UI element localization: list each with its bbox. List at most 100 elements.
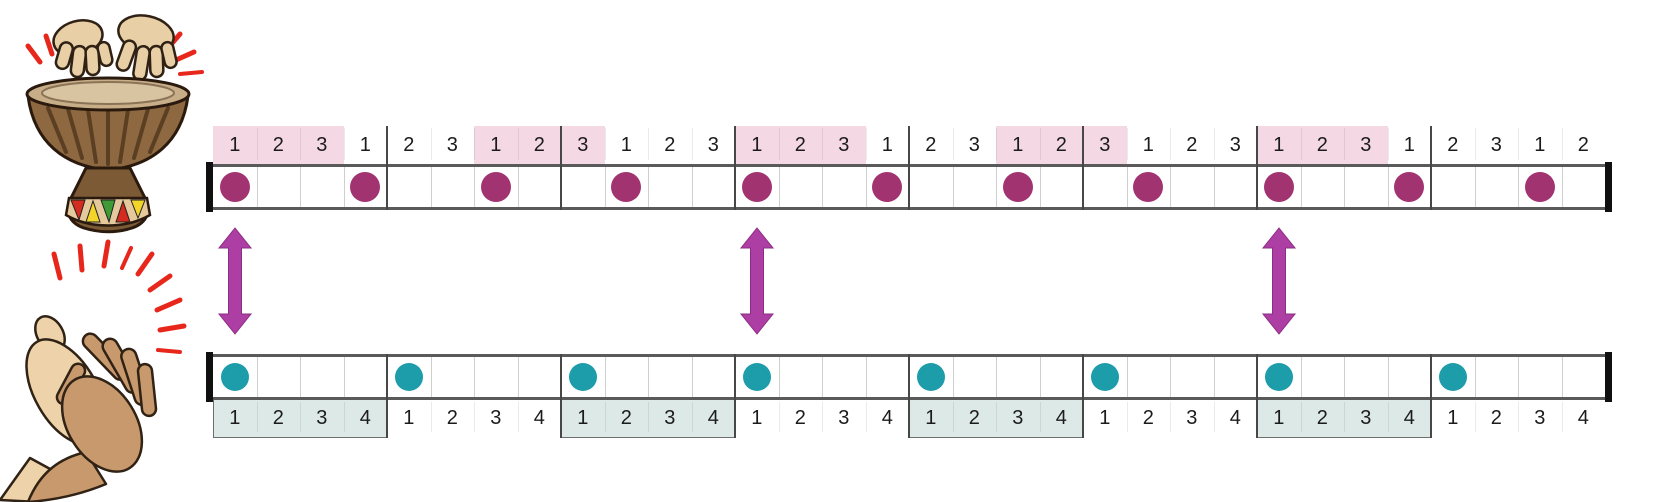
cell-divider (822, 167, 823, 207)
number-cell-seam (1039, 402, 1041, 432)
beat-number: 4 (881, 406, 893, 429)
beat-number: 3 (446, 133, 458, 156)
beat-number: 1 (1142, 133, 1154, 156)
drum-beat-dot (350, 172, 381, 202)
beat-number: 1 (1403, 133, 1415, 156)
number-cell-seam (952, 402, 954, 432)
drum-group-highlight (996, 126, 1127, 164)
barline (560, 126, 562, 210)
number-cell-seam (1300, 402, 1302, 432)
cell-divider (1300, 357, 1302, 397)
number-cell-seam (865, 402, 867, 432)
beat-number: 3 (316, 406, 328, 429)
cell-divider (952, 357, 954, 397)
drum-decor-triangles (70, 199, 146, 224)
number-cell-seam (256, 402, 258, 432)
cell-divider (1518, 357, 1519, 397)
number-cell-seam (1344, 402, 1345, 432)
drum-beat-dot (1524, 172, 1555, 202)
number-cell-seam (1387, 402, 1389, 432)
beat-number: 4 (1229, 406, 1241, 429)
cell-divider (604, 357, 606, 397)
beat-number: 2 (1142, 406, 1154, 429)
beat-number: 1 (403, 406, 415, 429)
cell-divider (343, 357, 345, 397)
beat-number: 1 (1447, 406, 1459, 429)
beat-number: 1 (1534, 133, 1546, 156)
beat-number: 3 (1360, 406, 1372, 429)
beat-number: 1 (925, 406, 937, 429)
beat-number: 3 (664, 406, 676, 429)
cell-divider (604, 167, 606, 207)
barline (1256, 354, 1258, 438)
number-cell-seam (1561, 128, 1563, 160)
number-cell-seam (474, 402, 475, 432)
barline (908, 126, 910, 210)
number-cell-seam (1561, 402, 1563, 432)
number-cell-seam (1126, 128, 1128, 160)
cell-divider (300, 167, 301, 207)
beat-number: 4 (707, 406, 719, 429)
beat-number: 3 (838, 406, 850, 429)
beat-number: 1 (751, 406, 763, 429)
cell-divider (996, 357, 997, 397)
number-cell-seam (648, 402, 649, 432)
cell-divider (1039, 357, 1041, 397)
number-cell-seam (343, 128, 345, 160)
cell-divider (1474, 167, 1476, 207)
beat-number: 3 (1534, 406, 1546, 429)
cell-divider (865, 357, 867, 397)
cell-divider (648, 167, 649, 207)
beat-number: 3 (968, 133, 980, 156)
drum-beat-dot (1002, 172, 1033, 202)
number-cell-seam (256, 128, 258, 160)
drum-beat-dot (741, 172, 772, 202)
cell-divider (648, 357, 649, 397)
beat-number: 4 (359, 406, 371, 429)
beat-number: 2 (403, 133, 415, 156)
alignment-arrow (217, 227, 253, 335)
beat-number: 3 (838, 133, 850, 156)
number-cell-seam (1213, 402, 1215, 432)
beat-number: 2 (1447, 133, 1459, 156)
beat-number: 1 (1012, 133, 1024, 156)
cell-divider (691, 357, 693, 397)
beat-number: 3 (577, 133, 589, 156)
front-hand (26, 332, 158, 502)
beat-number: 1 (229, 133, 241, 156)
drum-beat-dot (480, 172, 511, 202)
cell-divider (256, 357, 258, 397)
beat-number: 2 (1055, 133, 1067, 156)
clap-beat-dot (1090, 363, 1119, 391)
drum-beat-dot (611, 172, 642, 202)
clap-beat-dot (742, 363, 771, 391)
cell-divider (1387, 167, 1389, 207)
number-cell-seam (604, 402, 606, 432)
beat-number: 1 (229, 406, 241, 429)
barline (386, 354, 388, 438)
clap-beat-dot (1264, 363, 1293, 391)
number-cell-seam (343, 402, 345, 432)
cell-divider (1126, 357, 1128, 397)
beat-number: 3 (707, 133, 719, 156)
beat-number: 2 (664, 133, 676, 156)
cell-divider (474, 357, 475, 397)
beat-number: 2 (925, 133, 937, 156)
beat-number: 2 (794, 133, 806, 156)
number-cell-seam (865, 128, 867, 160)
cell-divider (1126, 167, 1128, 207)
number-cell-seam (517, 128, 519, 160)
beat-number: 3 (1490, 133, 1502, 156)
beat-number: 1 (577, 406, 589, 429)
drummer-hands (52, 14, 178, 82)
beat-number: 2 (1577, 133, 1589, 156)
beat-number: 1 (1273, 406, 1285, 429)
drum-group-highlight (213, 126, 344, 164)
cell-divider (1387, 357, 1389, 397)
number-cell-seam (1474, 128, 1476, 160)
cell-divider (952, 167, 954, 207)
clap-beat-dot (568, 363, 597, 391)
barline (1082, 354, 1084, 438)
